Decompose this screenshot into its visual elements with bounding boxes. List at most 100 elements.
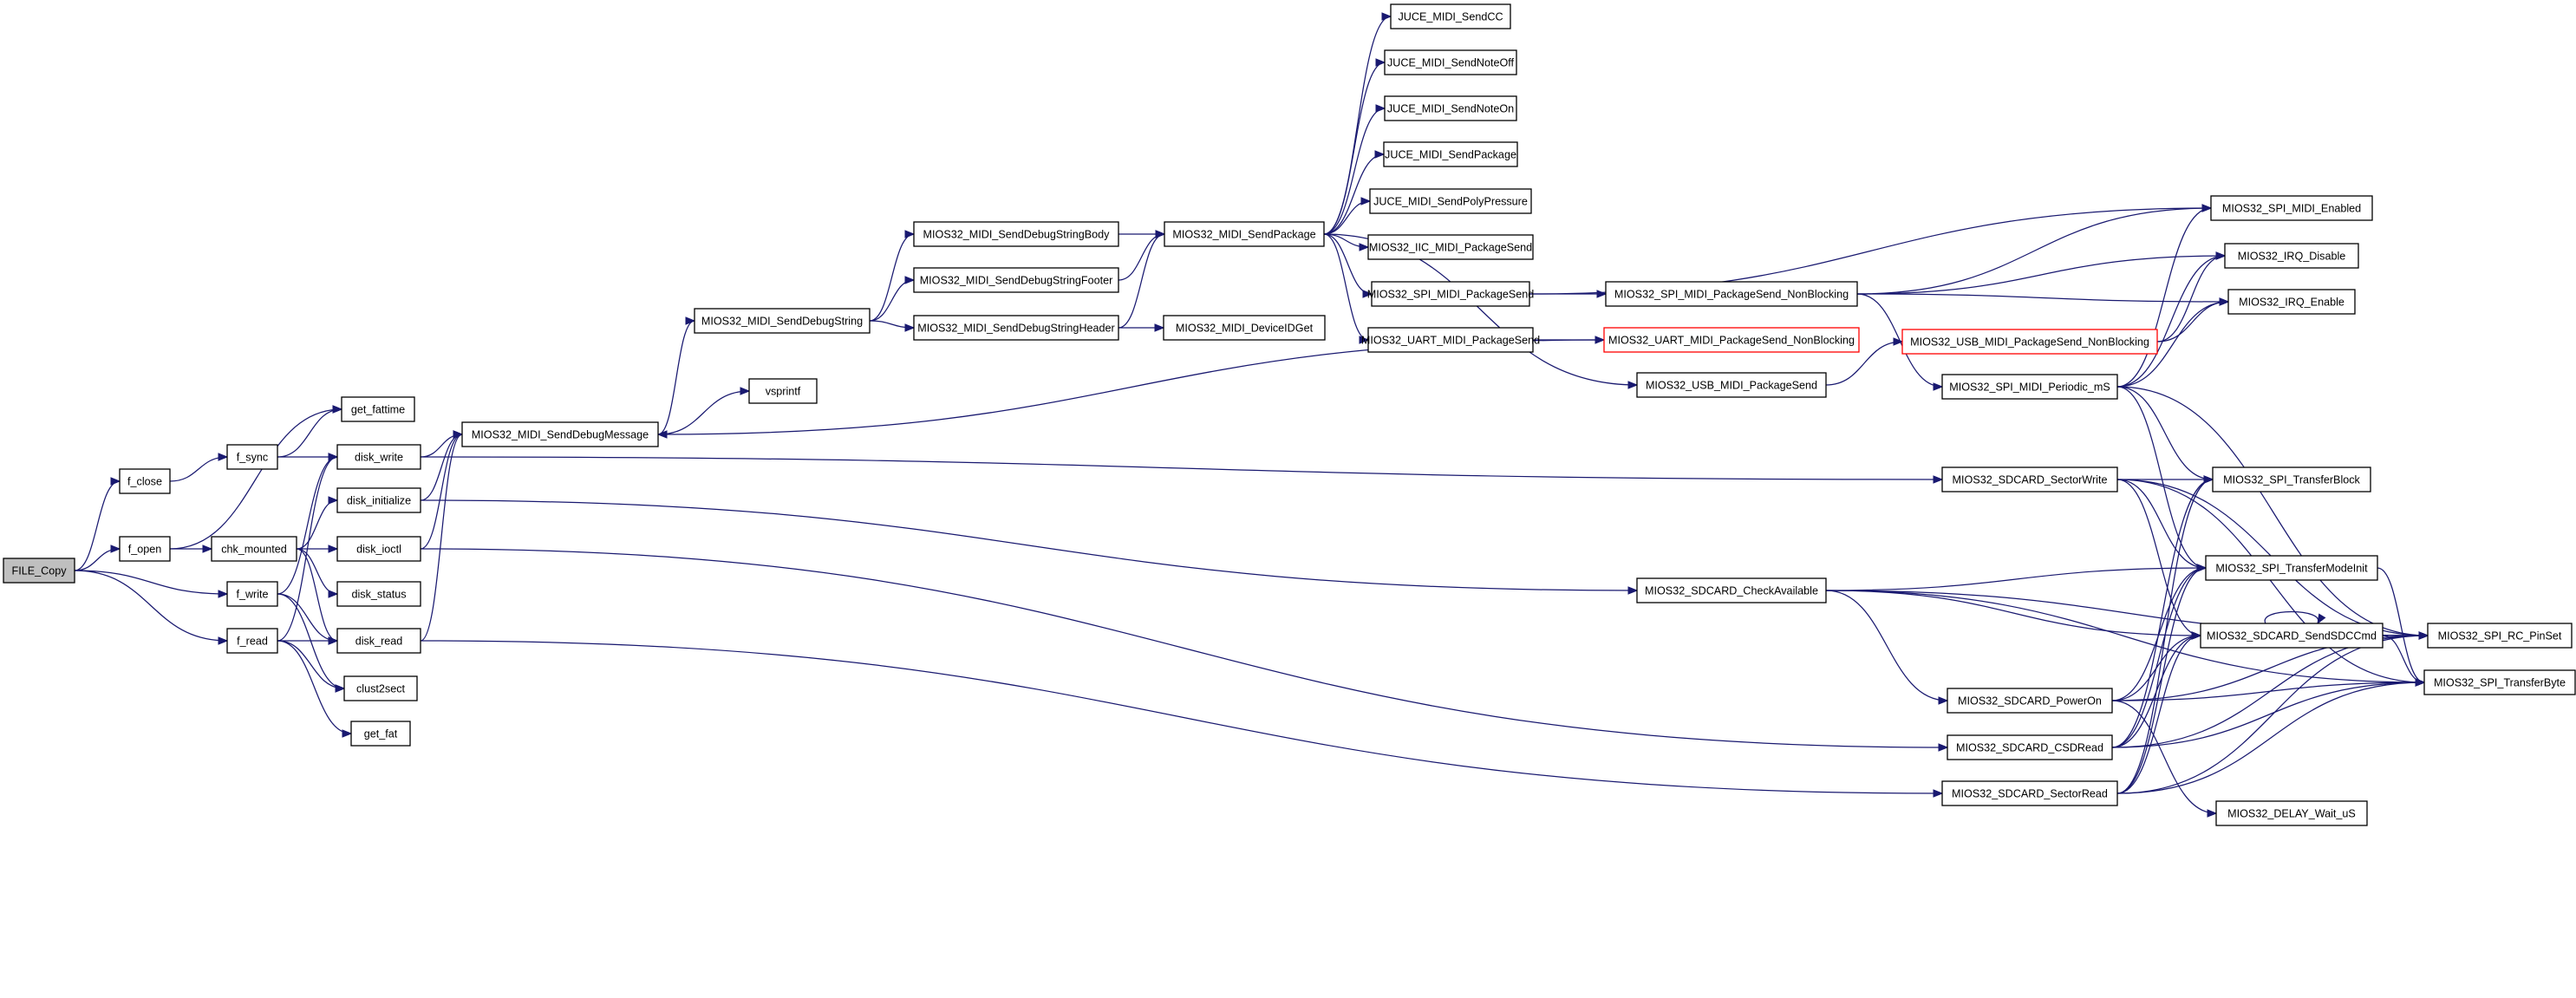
- node-disk-status[interactable]: disk_status: [336, 581, 421, 607]
- node-box[interactable]: [1901, 329, 2158, 355]
- node-sdcard-check-available[interactable]: MIOS32_SDCARD_CheckAvailable: [1636, 577, 1827, 603]
- node-spi-package-send[interactable]: MIOS32_SPI_MIDI_PackageSend: [1367, 281, 1535, 307]
- node-box[interactable]: [3, 558, 75, 584]
- node-box[interactable]: [2427, 623, 2573, 649]
- node-box[interactable]: [1941, 466, 2118, 492]
- node-box[interactable]: [226, 581, 278, 607]
- node-f-write[interactable]: f_write: [226, 581, 278, 607]
- node-usb-package-send[interactable]: MIOS32_USB_MIDI_PackageSend: [1636, 372, 1827, 398]
- node-sdcard-sector-read[interactable]: MIOS32_SDCARD_SectorRead: [1941, 780, 2118, 806]
- node-box[interactable]: [1605, 281, 1858, 307]
- node-box[interactable]: [1384, 49, 1517, 75]
- node-uart-package-send[interactable]: MIOS32_UART_MIDI_PackageSend: [1361, 327, 1540, 353]
- node-irq-enable[interactable]: MIOS32_IRQ_Enable: [2227, 289, 2356, 315]
- node-box[interactable]: [226, 444, 278, 470]
- node-file-copy[interactable]: FILE_Copy: [3, 558, 75, 584]
- node-box[interactable]: [1603, 327, 1860, 353]
- node-disk-initialize[interactable]: disk_initialize: [336, 487, 421, 513]
- node-chk-mounted[interactable]: chk_mounted: [211, 536, 297, 562]
- node-box[interactable]: [1941, 374, 2118, 400]
- node-juce-send-note-off[interactable]: JUCE_MIDI_SendNoteOff: [1384, 49, 1517, 75]
- node-send-debug-string[interactable]: MIOS32_MIDI_SendDebugString: [694, 308, 871, 334]
- node-box[interactable]: [343, 675, 418, 701]
- node-box[interactable]: [2205, 555, 2378, 581]
- node-box[interactable]: [341, 396, 415, 422]
- node-juce-send-package[interactable]: JUCE_MIDI_SendPackage: [1383, 141, 1518, 167]
- node-spi-midi-enabled[interactable]: MIOS32_SPI_MIDI_Enabled: [2210, 195, 2373, 221]
- node-box[interactable]: [336, 444, 421, 470]
- node-box[interactable]: [1390, 3, 1511, 29]
- node-box[interactable]: [2212, 466, 2371, 492]
- node-box[interactable]: [336, 628, 421, 654]
- node-box[interactable]: [913, 221, 1119, 247]
- node-usb-package-send-nb[interactable]: MIOS32_USB_MIDI_PackageSend_NonBlocking: [1901, 329, 2158, 355]
- node-vsprintf[interactable]: vsprintf: [748, 378, 818, 404]
- node-get-fat[interactable]: get_fat: [350, 721, 411, 747]
- node-box[interactable]: [1636, 372, 1827, 398]
- node-box[interactable]: [1371, 281, 1530, 307]
- node-get-fattime[interactable]: get_fattime: [341, 396, 415, 422]
- node-delay-wait-us[interactable]: MIOS32_DELAY_Wait_uS: [2215, 800, 2368, 826]
- node-box[interactable]: [336, 487, 421, 513]
- node-send-debug-string-footer[interactable]: MIOS32_MIDI_SendDebugStringFooter: [913, 267, 1119, 293]
- node-disk-write[interactable]: disk_write: [336, 444, 421, 470]
- node-box[interactable]: [461, 421, 659, 447]
- node-disk-ioctl[interactable]: disk_ioctl: [336, 536, 421, 562]
- node-box[interactable]: [694, 308, 871, 334]
- node-box[interactable]: [119, 468, 171, 494]
- node-box[interactable]: [226, 628, 278, 654]
- node-sdcard-power-on[interactable]: MIOS32_SDCARD_PowerOn: [1947, 688, 2113, 714]
- node-box[interactable]: [2227, 289, 2356, 315]
- node-send-package[interactable]: MIOS32_MIDI_SendPackage: [1164, 221, 1325, 247]
- node-box[interactable]: [1383, 141, 1518, 167]
- node-juce-send-poly-pressure[interactable]: JUCE_MIDI_SendPolyPressure: [1369, 188, 1532, 214]
- node-box[interactable]: [913, 267, 1119, 293]
- node-box[interactable]: [1941, 780, 2118, 806]
- node-box[interactable]: [1369, 188, 1532, 214]
- node-spi-package-send-nb[interactable]: MIOS32_SPI_MIDI_PackageSend_NonBlocking: [1605, 281, 1858, 307]
- node-f-close[interactable]: f_close: [119, 468, 171, 494]
- node-box[interactable]: [1636, 577, 1827, 603]
- node-box[interactable]: [2224, 243, 2359, 269]
- node-spi-rc-pin-set[interactable]: MIOS32_SPI_RC_PinSet: [2427, 623, 2573, 649]
- node-f-sync[interactable]: f_sync: [226, 444, 278, 470]
- node-send-debug-string-header[interactable]: MIOS32_MIDI_SendDebugStringHeader: [913, 315, 1119, 341]
- node-box[interactable]: [1163, 315, 1326, 341]
- node-juce-send-note-on[interactable]: JUCE_MIDI_SendNoteOn: [1384, 95, 1517, 121]
- node-box[interactable]: [913, 315, 1119, 341]
- node-spi-periodic-ms[interactable]: MIOS32_SPI_MIDI_Periodic_mS: [1941, 374, 2118, 400]
- node-iic-package-send[interactable]: MIOS32_IIC_MIDI_PackageSend: [1367, 234, 1534, 260]
- node-box[interactable]: [1367, 234, 1534, 260]
- node-box[interactable]: [2210, 195, 2373, 221]
- node-disk-read[interactable]: disk_read: [336, 628, 421, 654]
- node-uart-package-send-nb[interactable]: MIOS32_UART_MIDI_PackageSend_NonBlocking: [1603, 327, 1860, 353]
- node-box[interactable]: [2423, 669, 2576, 695]
- node-send-debug-message[interactable]: MIOS32_MIDI_SendDebugMessage: [461, 421, 659, 447]
- node-sdcard-csd-read[interactable]: MIOS32_SDCARD_CSDRead: [1947, 734, 2113, 760]
- node-f-read[interactable]: f_read: [226, 628, 278, 654]
- node-device-id-get[interactable]: MIOS32_MIDI_DeviceIDGet: [1163, 315, 1326, 341]
- node-sdcard-sector-write[interactable]: MIOS32_SDCARD_SectorWrite: [1941, 466, 2118, 492]
- node-send-debug-string-body[interactable]: MIOS32_MIDI_SendDebugStringBody: [913, 221, 1119, 247]
- node-box[interactable]: [119, 536, 171, 562]
- node-juce-send-cc[interactable]: JUCE_MIDI_SendCC: [1390, 3, 1511, 29]
- node-box[interactable]: [748, 378, 818, 404]
- node-box[interactable]: [1164, 221, 1325, 247]
- node-clust2sect[interactable]: clust2sect: [343, 675, 418, 701]
- node-box[interactable]: [2215, 800, 2368, 826]
- node-box[interactable]: [211, 536, 297, 562]
- node-box[interactable]: [350, 721, 411, 747]
- node-irq-disable[interactable]: MIOS32_IRQ_Disable: [2224, 243, 2359, 269]
- node-f-open[interactable]: f_open: [119, 536, 171, 562]
- node-spi-transfer-mode-init[interactable]: MIOS32_SPI_TransferModeInit: [2205, 555, 2378, 581]
- node-box[interactable]: [2200, 623, 2384, 649]
- node-sdcard-send-sdc-cmd[interactable]: MIOS32_SDCARD_SendSDCCmd: [2200, 623, 2384, 649]
- node-box[interactable]: [1947, 734, 2113, 760]
- node-box[interactable]: [336, 581, 421, 607]
- node-spi-transfer-block[interactable]: MIOS32_SPI_TransferBlock: [2212, 466, 2371, 492]
- node-spi-transfer-byte[interactable]: MIOS32_SPI_TransferByte: [2423, 669, 2576, 695]
- node-box[interactable]: [1947, 688, 2113, 714]
- node-box[interactable]: [1384, 95, 1517, 121]
- node-box[interactable]: [336, 536, 421, 562]
- node-box[interactable]: [1367, 327, 1534, 353]
